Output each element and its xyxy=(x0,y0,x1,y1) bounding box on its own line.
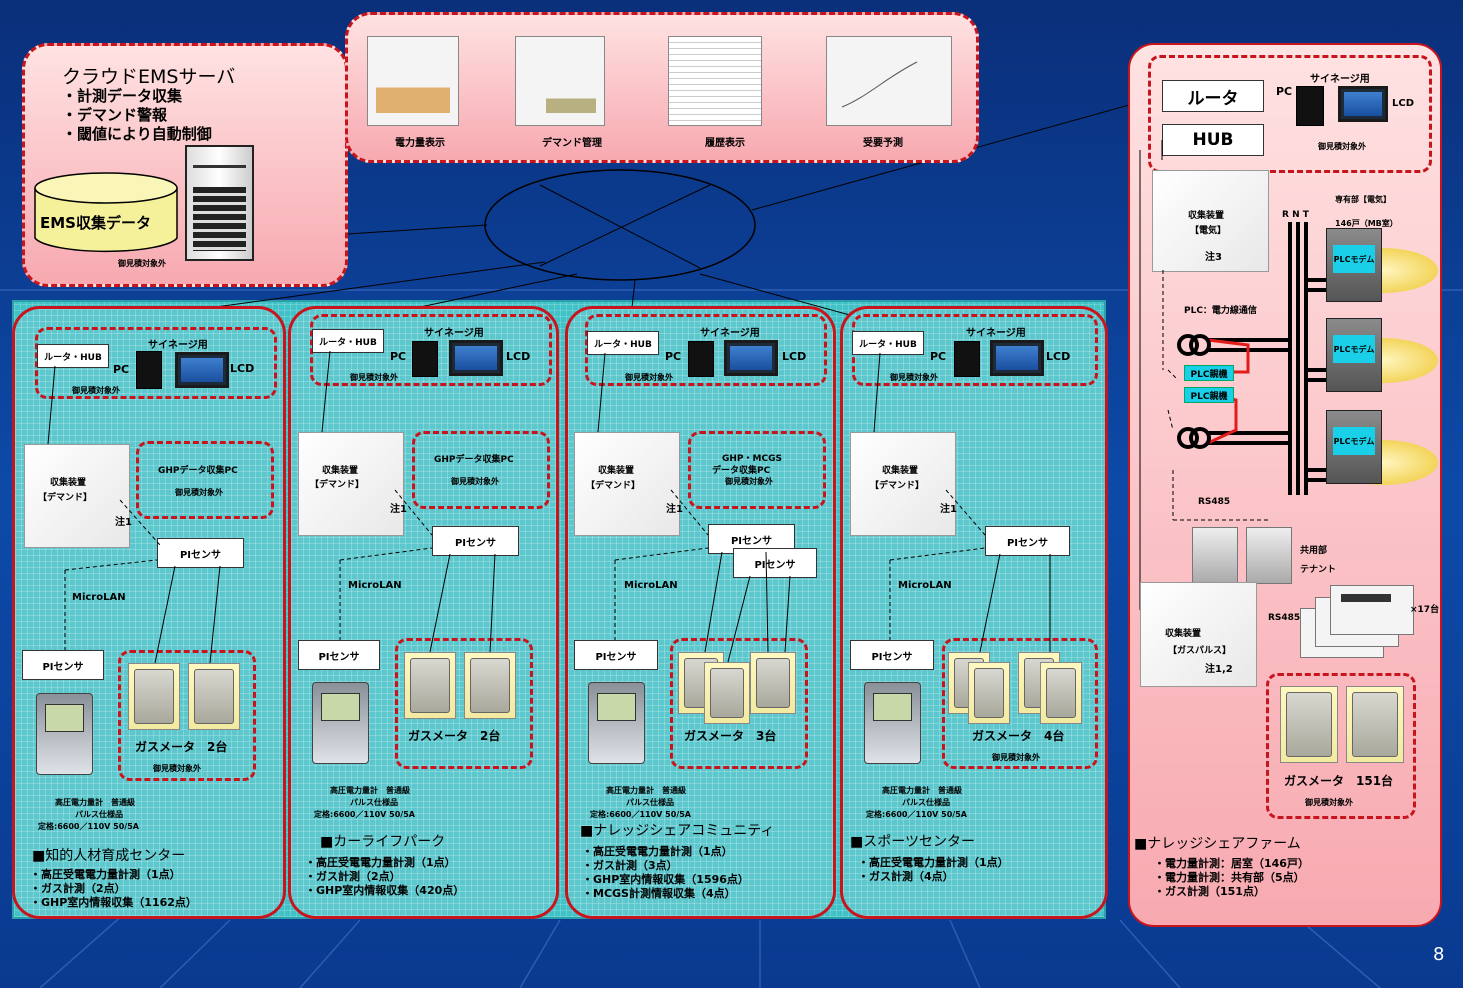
farm-common-part: 共用部 xyxy=(1300,543,1327,556)
farm-lcd-icon xyxy=(1338,86,1388,122)
farm-collector-gas-3: 注1,2 xyxy=(1205,660,1233,675)
farm-router: ルータ xyxy=(1162,80,1264,112)
farm-pulse-box-1 xyxy=(1330,585,1414,635)
farm-plc-parent-1: PLC親機 xyxy=(1184,365,1234,381)
farm-gas-label: ガスメータ 151台 xyxy=(1284,772,1393,789)
farm-rs485-1: RS485 xyxy=(1198,497,1230,507)
farm-lcd-label: LCD xyxy=(1392,98,1414,109)
farm-plc-parent-2: PLC親機 xyxy=(1184,387,1234,403)
farm-plc-modem-2: PLCモデム xyxy=(1326,318,1382,392)
farm-common-meter-1 xyxy=(1192,527,1238,584)
farm-rs485-2: RS485 xyxy=(1268,613,1300,623)
farm-plc-modem-label-2: PLCモデム xyxy=(1333,335,1375,363)
slide-number: 8 xyxy=(1433,944,1444,965)
farm-item-3: ・ガス計測（151点） xyxy=(1154,883,1265,899)
farm-plc-modem-1: PLCモデム xyxy=(1326,228,1382,302)
farm-out-of-scope-gas: 御見積対象外 xyxy=(1305,797,1353,808)
farm-pc-icon xyxy=(1296,86,1324,126)
farm-plc-modem-3: PLCモデム xyxy=(1326,410,1382,484)
farm-common-meter-2 xyxy=(1246,527,1292,584)
farm-signage: サイネージ用 xyxy=(1310,70,1370,85)
farm-plc-modem-label-3: PLCモデム xyxy=(1333,427,1375,455)
farm-plc-modem-label-1: PLCモデム xyxy=(1333,245,1375,273)
farm-gas-meter-1 xyxy=(1280,686,1338,763)
farm-tenant: テナント xyxy=(1300,562,1336,575)
farm-collector-gas-2: 【ガスパルス】 xyxy=(1168,643,1231,656)
farm-pc-label: PC xyxy=(1276,85,1292,98)
farm-name: ■ナレッジシェアファーム xyxy=(1134,833,1301,853)
farm-collector-gas-1: 収集装置 xyxy=(1165,626,1201,639)
farm-gas-meter-2 xyxy=(1346,686,1404,763)
farm-x17: ×17台 xyxy=(1410,602,1439,615)
